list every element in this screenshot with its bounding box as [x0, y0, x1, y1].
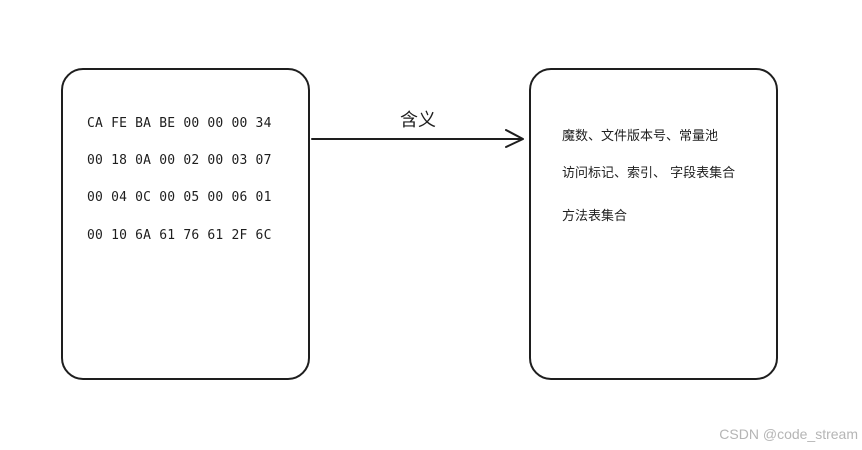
- meaning-line-1: 魔数、文件版本号、常量池: [562, 129, 719, 144]
- hex-line-4: 00 10 6A 61 76 61 2F 6C: [87, 228, 272, 243]
- meaning-line-2: 访问标记、索引、 字段表集合: [562, 166, 736, 181]
- hex-line-3: 00 04 0C 00 05 00 06 01: [87, 190, 272, 205]
- meaning-line-3: 方法表集合: [562, 209, 628, 224]
- bytes-box: CA FE BA BE 00 00 00 34 00 18 0A 00 02 0…: [61, 68, 310, 380]
- arrow-label: 含义: [400, 110, 436, 131]
- hex-line-1: CA FE BA BE 00 00 00 34: [87, 116, 272, 131]
- meaning-box: 魔数、文件版本号、常量池 访问标记、索引、 字段表集合 方法表集合: [529, 68, 778, 380]
- hex-line-2: 00 18 0A 00 02 00 03 07: [87, 153, 272, 168]
- arrow-head: [505, 129, 524, 148]
- watermark: CSDN @code_stream: [719, 426, 858, 442]
